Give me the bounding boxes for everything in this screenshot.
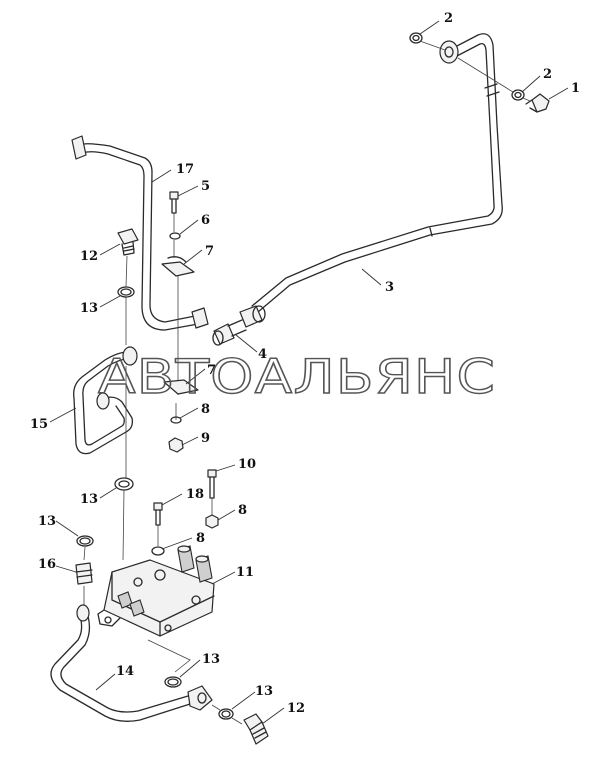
- callout-5: 5: [201, 179, 210, 194]
- callout-numbers: 1 2 2 3 4 5 6 7 7 8 8 8 9 10 11 12 12 13…: [30, 11, 580, 716]
- callout-4: 4: [258, 347, 267, 362]
- callout-10: 10: [238, 457, 256, 472]
- callout-8-right: 8: [238, 503, 247, 518]
- callout-7-upper: 7: [205, 244, 214, 259]
- callout-13-upper: 13: [80, 301, 98, 316]
- callout-12-lower: 12: [287, 701, 305, 716]
- callout-11: 11: [236, 565, 254, 580]
- callout-7-lower: 7: [207, 363, 216, 378]
- callout-6: 6: [201, 213, 210, 228]
- bracket-7-upper: [161, 256, 195, 277]
- callout-12-upper: 12: [80, 249, 98, 264]
- o-ring-13-left: [76, 535, 94, 547]
- plug-12-upper: [117, 228, 139, 256]
- banjo-bolt-1: [525, 93, 550, 113]
- washer-6: [169, 232, 181, 240]
- washer-8-center: [170, 416, 182, 424]
- callout-16: 16: [38, 557, 56, 572]
- bolt-18: [153, 502, 163, 526]
- callout-9: 9: [201, 431, 210, 446]
- o-ring-13-bottom-right: [218, 708, 234, 720]
- callout-2-lower: 2: [543, 67, 552, 82]
- nut-9: [168, 437, 184, 453]
- callout-15: 15: [30, 417, 48, 432]
- o-ring-13-bottom: [164, 676, 182, 688]
- washer-2-upper: [409, 32, 423, 44]
- callout-8-center: 8: [201, 402, 210, 417]
- pipe-14: [50, 604, 213, 722]
- pipe-15: [73, 346, 138, 455]
- plug-12-lower: [243, 713, 269, 745]
- callout-3: 3: [385, 280, 394, 295]
- washer-2-lower: [511, 89, 525, 101]
- bolt-5: [169, 191, 179, 214]
- pipe-17: [71, 135, 209, 331]
- valve-block-11: [97, 545, 215, 637]
- callout-17: 17: [176, 162, 194, 177]
- adapter-16: [75, 562, 93, 585]
- o-ring-13-upper: [117, 286, 135, 298]
- callout-13-bottom: 13: [202, 652, 220, 667]
- washer-8-lower: [151, 546, 165, 556]
- callout-14: 14: [116, 664, 134, 679]
- bracket-7-lower: [163, 379, 199, 395]
- callout-1: 1: [571, 81, 580, 96]
- callout-18: 18: [186, 487, 204, 502]
- watermark-text: АВТОАЛЬЯНС: [98, 350, 496, 405]
- fitting-4: [212, 305, 266, 346]
- callout-13-left: 13: [38, 514, 56, 529]
- pipe-3: [251, 33, 503, 313]
- callout-13-bottom-right: 13: [255, 684, 273, 699]
- bolt-10: [207, 469, 217, 499]
- o-ring-13-middle: [114, 477, 134, 491]
- callout-8-lower: 8: [196, 531, 205, 546]
- leader-lines: [49, 20, 569, 725]
- nut-8-right: [205, 514, 219, 529]
- callout-2-upper: 2: [444, 11, 453, 26]
- callout-13-middle: 13: [80, 492, 98, 507]
